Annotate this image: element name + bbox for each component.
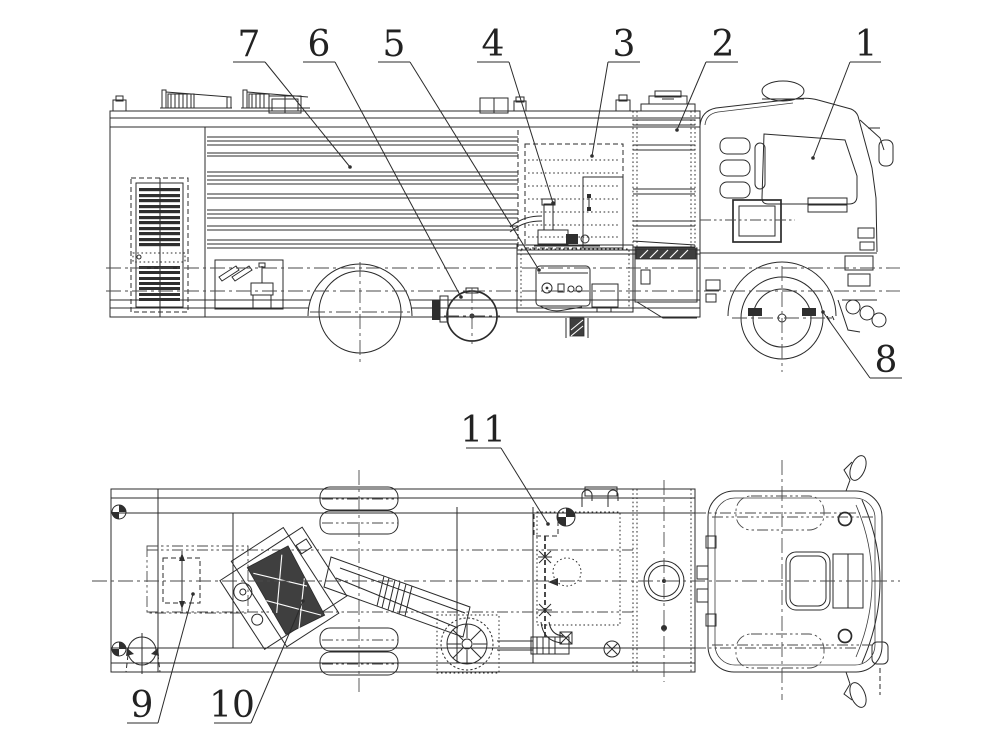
tank-plan bbox=[632, 480, 709, 682]
callout-label-1: 1 bbox=[855, 24, 878, 65]
callout-layer: 1 2 3 4 5 6 7 8 9 10 11 bbox=[127, 24, 902, 726]
left-mirror-plan bbox=[843, 671, 867, 708]
rear-locker-dashed bbox=[162, 551, 201, 611]
cab-window bbox=[761, 133, 858, 205]
plan-frame bbox=[110, 488, 860, 673]
roof-rack-a bbox=[160, 89, 232, 109]
monitor-assembly bbox=[219, 526, 533, 674]
side-view bbox=[106, 80, 900, 372]
monitor-boom bbox=[323, 556, 471, 638]
foam-system-compartment bbox=[509, 143, 624, 249]
rollup-door bbox=[207, 136, 518, 249]
callout-8: 8 bbox=[821, 310, 902, 381]
callout-leader-1 bbox=[812, 61, 851, 159]
callout-endpoint-11 bbox=[546, 522, 550, 526]
callout-10: 10 bbox=[209, 599, 305, 726]
callout-endpoint-7 bbox=[348, 165, 352, 169]
callout-label-7: 7 bbox=[238, 24, 261, 65]
callout-leader-5 bbox=[409, 61, 540, 271]
callout-endpoint-4 bbox=[551, 201, 555, 205]
callout-leader-8 bbox=[822, 311, 871, 379]
drain-fitting bbox=[603, 640, 621, 658]
water-tank-side bbox=[517, 111, 700, 255]
front-wheel bbox=[727, 261, 837, 372]
callout-leader-4 bbox=[508, 61, 554, 204]
tank-filler-hatch bbox=[640, 90, 696, 112]
rear-step-roller bbox=[125, 633, 161, 674]
callout-leader-6 bbox=[334, 61, 462, 298]
callout-label-4: 4 bbox=[482, 24, 505, 65]
chassis-centerlines bbox=[106, 267, 900, 292]
callout-endpoint-5 bbox=[537, 268, 541, 272]
callout-label-10: 10 bbox=[209, 685, 255, 726]
cab-side bbox=[699, 80, 894, 372]
front-bumper bbox=[700, 227, 887, 333]
mount-hole-top bbox=[111, 504, 127, 520]
hose-reel bbox=[432, 287, 500, 344]
plan-view bbox=[92, 455, 900, 708]
pump-block bbox=[530, 636, 570, 655]
callout-endpoint-8 bbox=[821, 310, 825, 314]
mount-hole-bottom bbox=[111, 641, 127, 657]
callout-leader-9 bbox=[157, 593, 194, 724]
callout-endpoint-6 bbox=[459, 295, 463, 299]
right-mirror-plan bbox=[843, 455, 867, 492]
callout-leader-3 bbox=[591, 61, 609, 157]
equipment-compartment bbox=[214, 259, 284, 310]
side-mirror bbox=[859, 119, 894, 167]
callout-2: 2 bbox=[675, 24, 738, 132]
callout-1: 1 bbox=[811, 24, 881, 160]
step-block bbox=[565, 317, 589, 338]
tank-inlet-fitting bbox=[556, 507, 576, 527]
callout-endpoint-2 bbox=[675, 128, 679, 132]
pump-bay bbox=[516, 244, 634, 313]
callout-label-2: 2 bbox=[712, 24, 735, 65]
callout-7: 7 bbox=[233, 24, 352, 169]
callout-leader-7 bbox=[264, 61, 351, 168]
beacon-light bbox=[761, 80, 805, 102]
pump-control-panel bbox=[535, 265, 591, 312]
callout-endpoint-3 bbox=[590, 154, 594, 158]
foam-pump bbox=[509, 194, 600, 247]
roof-equipment bbox=[112, 89, 696, 114]
callout-endpoint-10 bbox=[301, 599, 305, 603]
callout-endpoint-1 bbox=[811, 156, 815, 160]
callout-6: 6 bbox=[303, 24, 463, 299]
callout-label-6: 6 bbox=[308, 24, 331, 65]
corner-mirror bbox=[871, 641, 889, 665]
callout-label-9: 9 bbox=[131, 685, 154, 726]
callout-label-11: 11 bbox=[460, 410, 506, 451]
rear-wheel bbox=[307, 262, 413, 364]
callout-label-8: 8 bbox=[875, 340, 898, 381]
callout-leader-11 bbox=[500, 447, 549, 525]
callout-label-3: 3 bbox=[613, 24, 636, 65]
callout-9: 9 bbox=[127, 592, 195, 726]
louver-panel bbox=[130, 177, 189, 317]
callout-leader-10 bbox=[250, 600, 304, 724]
callout-4: 4 bbox=[477, 24, 555, 205]
turret-gear bbox=[436, 614, 500, 674]
callout-5: 5 bbox=[378, 24, 541, 272]
under-tank-compartment bbox=[634, 247, 698, 319]
callout-label-5: 5 bbox=[383, 24, 406, 65]
cab-plan bbox=[705, 455, 889, 708]
callout-3: 3 bbox=[590, 24, 640, 158]
callout-leader-2 bbox=[676, 61, 707, 131]
callout-11: 11 bbox=[460, 410, 550, 526]
callout-endpoint-9 bbox=[191, 592, 195, 596]
piping-compartment bbox=[530, 486, 621, 658]
roof-rack-b bbox=[241, 89, 310, 114]
